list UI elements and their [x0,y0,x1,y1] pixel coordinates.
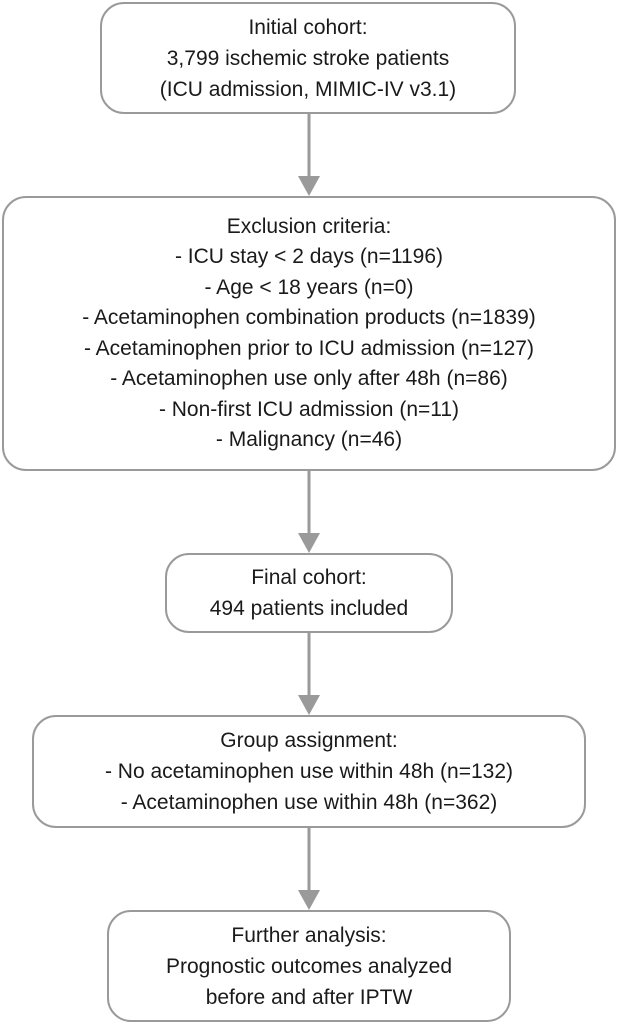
exclusion-criterion: - Non-first ICU admission (n=11) [158,397,460,421]
exclusion-criterion: - Acetaminophen prior to ICU admission (… [84,336,534,360]
group-item: - Acetaminophen use within 48h (n=362) [120,791,498,814]
exclusion-criterion: - Acetaminophen use only after 48h (n=86… [110,367,508,390]
group-assignment-box: Group assignment: - No acetaminophen use… [32,715,586,828]
exclusion-criteria-box: Exclusion criteria: - ICU stay < 2 days … [2,196,616,471]
exclusion-criterion: - Acetaminophen combination products (n=… [82,306,536,329]
group-item: - No acetaminophen use within 48h (n=132… [104,760,513,783]
initial-cohort-line: 3,799 ischemic stroke patients [166,46,450,70]
final-cohort-line: 494 patients included [209,597,409,620]
final-cohort-title: Final cohort: [251,566,367,589]
further-analysis-box: Further analysis: Prognostic outcomes an… [107,910,511,1022]
further-analysis-line: Prognostic outcomes analyzed [166,954,452,978]
arrow-groups-to-analysis [298,828,320,910]
further-analysis-title: Further analysis: [231,923,387,947]
initial-cohort-box: Initial cohort: 3,799 ischemic stroke pa… [100,2,516,114]
initial-cohort-title: Initial cohort: [248,15,368,39]
arrow-final-to-groups [298,633,320,715]
further-analysis-line: before and after IPTW [205,985,413,1009]
arrow-initial-to-exclusion [298,114,320,196]
arrow-exclusion-to-final [298,471,320,553]
group-assignment-title: Group assignment: [220,729,398,752]
initial-cohort-line: (ICU admission, MIMIC-IV v3.1) [159,77,457,101]
exclusion-criterion: - Age < 18 years (n=0) [204,275,414,299]
exclusion-criteria-title: Exclusion criteria: [226,214,392,238]
exclusion-criterion: - Malignancy (n=46) [215,428,403,451]
exclusion-criterion: - ICU stay < 2 days (n=1196) [174,245,444,268]
final-cohort-box: Final cohort: 494 patients included [165,553,453,633]
